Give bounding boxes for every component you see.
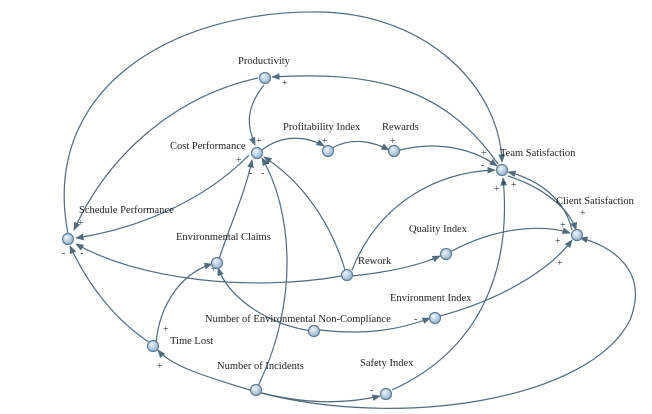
node-label-number-of-incidents: Number of Incidents [217, 361, 304, 372]
node-cost-performance[interactable]: Cost Performance [170, 141, 264, 160]
node-schedule-performance[interactable]: Schedule Performance [61, 205, 175, 246]
pol-client-a: + [580, 208, 586, 219]
node-label-env-non-compliance: Number of Environmental Non-Compliance [205, 314, 391, 325]
pol-team-minus: - [481, 160, 484, 171]
edge-rework-to-cost [263, 156, 346, 271]
edge-incidents-to-client [256, 236, 636, 409]
pol-team-c: + [501, 178, 507, 189]
edge-cost-to-profitability [261, 137, 325, 151]
pol-schedule-a: + [78, 218, 84, 229]
edge-claims-to-cost [217, 159, 254, 263]
pol-profitability-in: + [322, 136, 328, 147]
pol-envindex-in: - [414, 314, 417, 325]
edge-productivity-to-cost [248, 84, 265, 146]
pol-team-a: + [481, 148, 487, 159]
node-profitability-index[interactable]: Profitability Index [283, 122, 361, 158]
node-label-schedule-performance: Schedule Performance [79, 205, 174, 216]
edge-rework-to-schedule [75, 243, 343, 284]
edge-envindex-to-client [439, 239, 573, 317]
node-quality-index[interactable]: Quality Index [409, 224, 468, 261]
node-label-rewards: Rewards [382, 122, 419, 133]
node-label-environmental-claims: Environmental Claims [176, 232, 271, 243]
edge-rewards-to-team [399, 145, 498, 167]
edge-incidents-to-timelost [157, 349, 251, 391]
edge-timelost-to-claims [155, 262, 213, 344]
edge-team-to-client [507, 175, 578, 231]
edge-timelost-to-schedule [69, 245, 151, 344]
edge-productivity-to-schedule [73, 77, 259, 231]
pol-team-b: + [494, 184, 500, 195]
pol-team-d: + [511, 180, 517, 191]
edge-incidents-to-cost [257, 157, 288, 387]
edge-rework-to-quality [351, 255, 441, 277]
edge-safety-to-team [391, 177, 508, 391]
edge-schedule-to-team [63, 11, 506, 235]
pol-client-d: + [557, 258, 563, 269]
pol-cost-minus-c: - [266, 158, 269, 169]
node-environment-index[interactable]: Environment Index [390, 293, 472, 325]
edge-cost-to-schedule [75, 154, 250, 241]
pol-schedule-minus-b: - [80, 248, 83, 259]
polarity-signs: + + + - - - + + + - + + + + + + + + - - … [62, 78, 586, 396]
node-env-non-compliance[interactable]: Number of Environmental Non-Compliance [205, 314, 391, 338]
node-rewards[interactable]: Rewards [382, 122, 419, 158]
node-safety-index[interactable]: Safety Index [360, 358, 414, 401]
node-label-cost-performance: Cost Performance [170, 141, 246, 152]
node-label-safety-index: Safety Index [360, 358, 414, 369]
node-client-satisfaction[interactable]: Client Satisfaction [556, 196, 635, 242]
pol-client-b: + [560, 220, 566, 231]
node-environmental-claims[interactable]: Environmental Claims [176, 232, 271, 270]
edge-client-to-team [507, 170, 573, 231]
node-label-quality-index: Quality Index [409, 224, 468, 235]
pol-schedule-minus-a: - [62, 248, 65, 259]
node-productivity[interactable]: Productivity [238, 56, 291, 85]
edge-incidents-to-safety [261, 392, 381, 403]
node-label-productivity: Productivity [238, 56, 291, 67]
node-team-satisfaction[interactable]: Team Satisfaction [495, 148, 577, 177]
edges [63, 11, 636, 409]
edge-team-to-productivity [271, 73, 499, 165]
edge-noncompliance-to-claims [217, 267, 313, 332]
node-rework[interactable]: Rework [340, 256, 392, 282]
node-label-profitability-index: Profitability Index [283, 122, 361, 133]
pol-productivity-in: + [282, 78, 288, 89]
pol-timelost-in: + [163, 324, 169, 335]
pol-safety-in: - [370, 385, 373, 396]
node-label-team-satisfaction: Team Satisfaction [500, 148, 576, 159]
pol-rewards-in: + [390, 136, 396, 147]
node-label-rework: Rework [358, 256, 392, 267]
node-time-lost[interactable]: Time Lost [146, 336, 214, 353]
node-label-environment-index: Environment Index [390, 293, 472, 304]
edge-quality-to-client [449, 227, 571, 253]
pol-cost-minus-a: - [249, 168, 252, 179]
edge-rework-to-team [351, 166, 496, 271]
node-number-of-incidents[interactable]: Number of Incidents [217, 361, 304, 397]
pol-client-c: + [555, 236, 561, 247]
edge-noncompliance-to-envindex [319, 317, 431, 333]
pol-claims-in: + [211, 264, 217, 275]
node-label-client-satisfaction: Client Satisfaction [556, 196, 635, 207]
pol-timelost-out: + [157, 361, 163, 372]
node-label-time-lost: Time Lost [170, 336, 213, 347]
pol-cost-top: + [256, 136, 262, 147]
pol-cost-minus-b: - [261, 168, 264, 179]
nodes: Productivity Cost Performance Profitabil… [61, 56, 635, 401]
edge-profitability-to-rewards [331, 140, 390, 151]
pol-quality-in: - [430, 254, 433, 265]
pol-cost-left: + [236, 155, 242, 166]
